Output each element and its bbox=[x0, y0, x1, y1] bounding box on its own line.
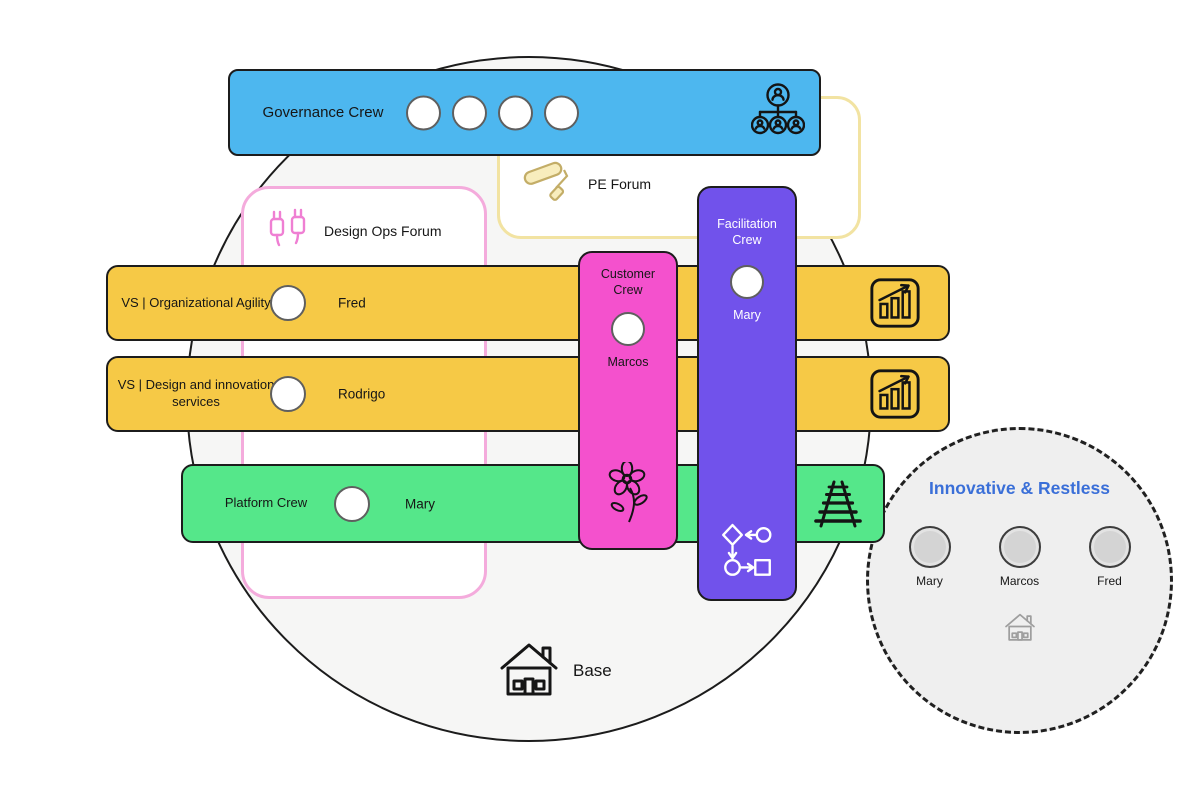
base-label: Base bbox=[573, 660, 612, 680]
cable-plugs-icon bbox=[266, 207, 310, 254]
railway-icon bbox=[809, 480, 867, 528]
value-stream-label: VS | Organizational Agility bbox=[121, 294, 271, 310]
innovative-restless-circle: Innovative & Restless Mary Marcos Fred bbox=[866, 427, 1173, 734]
governance-avatars bbox=[406, 95, 579, 130]
design-ops-forum-header: Design Ops Forum bbox=[266, 207, 441, 254]
member-name: Marcos bbox=[607, 354, 649, 369]
facilitation-crew-label: Facilitation Crew bbox=[717, 217, 777, 248]
value-stream-label: VS | Design and innovation services bbox=[117, 377, 275, 409]
design-ops-forum-label: Design Ops Forum bbox=[324, 222, 442, 239]
paint-roller-icon bbox=[520, 157, 572, 210]
avatar bbox=[406, 95, 441, 130]
avatar bbox=[908, 525, 951, 568]
avatar bbox=[270, 376, 306, 412]
avatar bbox=[498, 95, 533, 130]
house-icon bbox=[1004, 612, 1036, 641]
value-stream-organizational-agility: VS | Organizational Agility Fred bbox=[106, 265, 950, 341]
avatar bbox=[334, 485, 370, 522]
avatar bbox=[452, 95, 487, 130]
org-chart-icon bbox=[750, 81, 806, 142]
member: Fred bbox=[1088, 525, 1131, 588]
avatar bbox=[1088, 525, 1131, 568]
governance-crew-label: Governance Crew bbox=[262, 103, 384, 121]
governance-crew-box: Governance Crew bbox=[228, 69, 821, 156]
avatar bbox=[730, 264, 764, 299]
innovative-restless-members: Mary Marcos Fred bbox=[908, 525, 1131, 588]
workflow-icon bbox=[721, 523, 773, 583]
member-name: Mary bbox=[916, 573, 943, 588]
member-name: Marcos bbox=[999, 573, 1040, 588]
pe-forum-header: PE Forum bbox=[520, 157, 651, 210]
house-icon bbox=[498, 640, 560, 701]
member: Marcos bbox=[998, 525, 1041, 588]
value-stream-design-innovation: VS | Design and innovation services Rodr… bbox=[106, 356, 950, 432]
member-name: Fred bbox=[1097, 573, 1122, 588]
facilitation-crew-box: Facilitation Crew Mary bbox=[697, 186, 797, 601]
innovative-restless-title: Innovative & Restless bbox=[929, 478, 1110, 498]
growth-chart-icon bbox=[868, 367, 922, 421]
customer-crew-label: Customer Crew bbox=[600, 267, 656, 298]
member: Mary bbox=[908, 525, 951, 588]
platform-crew-label: Platform Crew bbox=[224, 495, 308, 511]
member-name: Mary bbox=[733, 307, 761, 322]
avatar bbox=[611, 311, 645, 346]
growth-chart-icon bbox=[868, 276, 922, 330]
member-name: Rodrigo bbox=[338, 386, 386, 402]
member-name: Fred bbox=[338, 295, 366, 311]
base-label-group: Base bbox=[498, 640, 612, 701]
avatar bbox=[270, 285, 306, 321]
customer-crew-box: Customer Crew Marcos bbox=[578, 251, 678, 550]
avatar bbox=[544, 95, 579, 130]
pe-forum-label: PE Forum bbox=[588, 175, 652, 192]
flower-icon bbox=[603, 460, 653, 526]
member-name: Mary bbox=[405, 496, 435, 511]
avatar bbox=[998, 525, 1041, 568]
